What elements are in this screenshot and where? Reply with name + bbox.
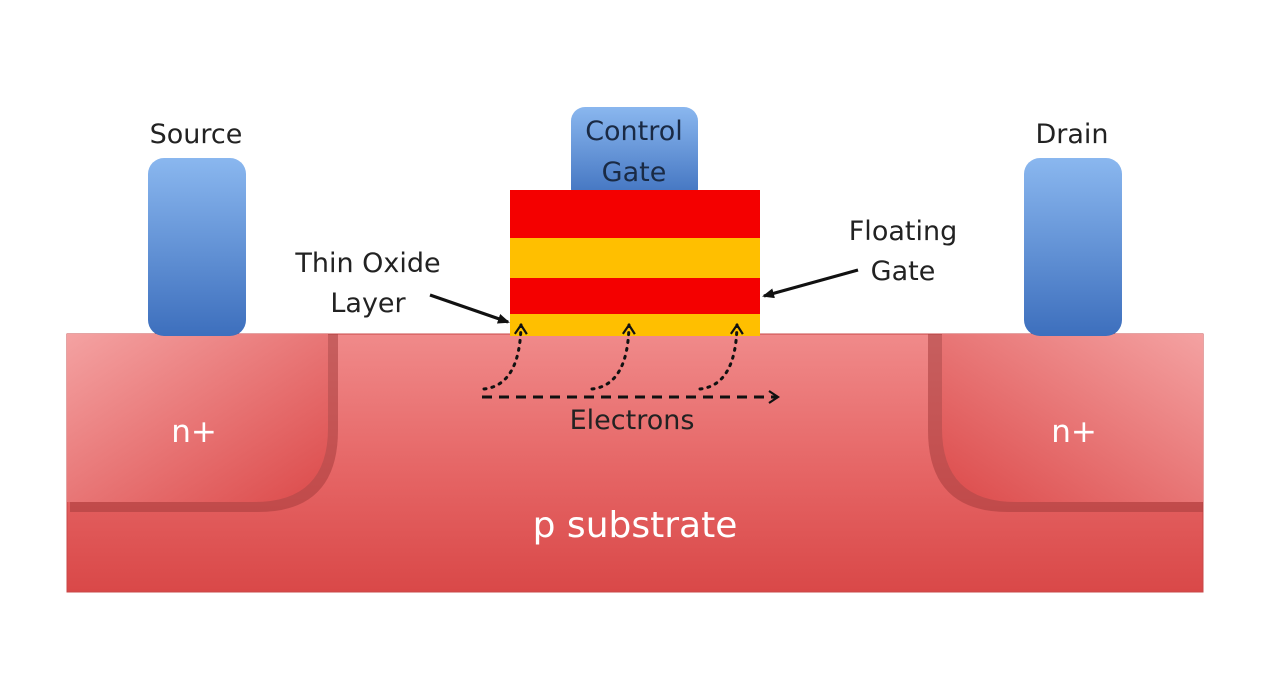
thin-oxide-pointer-arrow — [429, 293, 510, 324]
thin-oxide-label-line1: Thin Oxide — [294, 248, 440, 279]
n-plus-label-right: n+ — [1051, 414, 1097, 450]
floating-gate-pointer-arrow — [762, 268, 859, 299]
tunneling-path-3 — [698, 323, 744, 391]
source-label: Source — [150, 119, 243, 150]
n-plus-region-left — [67, 334, 338, 512]
source-electrode — [148, 158, 246, 336]
thin-oxide-label-line2: Layer — [330, 288, 406, 319]
tunneling-path-1 — [482, 323, 528, 391]
p-substrate-label: p substrate — [533, 505, 738, 546]
n-plus-label-left: n+ — [171, 414, 217, 450]
drain-label: Drain — [1035, 119, 1108, 150]
control-gate-label-line2: Gate — [602, 157, 667, 188]
gate-stack — [510, 190, 760, 336]
floating-gate-label-line1: Floating — [849, 216, 957, 247]
floating-gate-layer — [510, 278, 760, 314]
n-plus-region-right — [928, 334, 1203, 512]
floating-gate-label-line2: Gate — [871, 256, 936, 287]
electrons-label: Electrons — [570, 405, 695, 436]
tunneling-path-2 — [590, 323, 636, 391]
control-gate-label-line1: Control — [585, 116, 683, 147]
thin-oxide-layer — [510, 314, 760, 336]
electron-tunneling-paths — [482, 323, 744, 391]
gate-layer-yellow-middle — [510, 238, 760, 278]
drain-electrode — [1024, 158, 1122, 336]
gate-layer-red-top — [510, 190, 760, 238]
control-gate — [571, 107, 698, 203]
